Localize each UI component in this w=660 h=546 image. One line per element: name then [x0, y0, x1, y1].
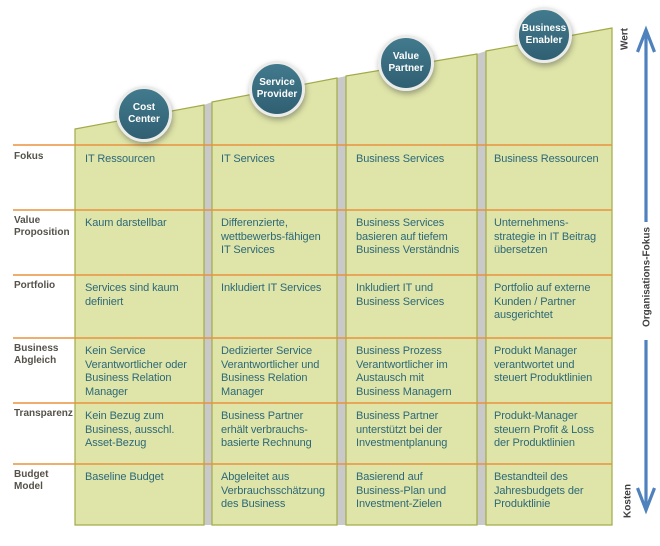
column-gap	[477, 51, 486, 525]
cell-portfolio-cost-center: Services sind kaum definiert	[85, 282, 179, 308]
cell-value-proposition-cost-center: Kaum darstellbar	[85, 217, 167, 229]
cell-portfolio-value-partner: Inkludiert IT und Business Services	[356, 282, 445, 308]
cell-portfolio-business-enabler: Portfolio auf externe Kunden / Partner a…	[494, 282, 591, 322]
badge-value-partner-label: Value Partner	[388, 51, 424, 74]
row-label-value-proposition: Value Proposition	[14, 215, 70, 239]
row-label-budget-model: Budget Model	[14, 469, 49, 493]
cell-value-proposition-value-partner: Business Services basieren auf tiefem Bu…	[356, 217, 460, 257]
row-label-transparenz: Transparenz	[14, 408, 73, 419]
cell-portfolio-service-provider: Inkludiert IT Services	[221, 282, 322, 294]
badge-business-enabler-label: Business Enabler	[521, 23, 567, 46]
badge-business-enabler: Business Enabler	[516, 7, 572, 63]
badge-service-provider: Service Provider	[249, 61, 305, 117]
row-label-portfolio: Portfolio	[14, 280, 56, 291]
cell-business-abgleich-value-partner: Business Prozess Verantwortlicher im Aus…	[356, 345, 452, 398]
cell-business-abgleich-cost-center: Kein Service Verantwortlicher oder Busin…	[85, 345, 187, 398]
cell-transparenz-business-enabler: Produkt-Manager steuern Profit & Loss de…	[494, 410, 595, 450]
cell-fokus-cost-center: IT Ressourcen	[85, 153, 156, 165]
cell-business-abgleich-business-enabler: Produkt Manager verantwortet und steuert…	[494, 345, 593, 385]
axis-label-kosten: Kosten	[622, 484, 634, 518]
cell-business-abgleich-service-provider: Dedizierter Service Verantwortlicher und…	[221, 345, 320, 398]
wert-up-arrow-icon	[636, 25, 656, 222]
column-cost-center	[74, 104, 205, 526]
cell-budget-model-cost-center: Baseline Budget	[85, 471, 164, 483]
row-label-fokus: Fokus	[14, 151, 44, 162]
cell-value-proposition-business-enabler: Unternehmens-strategie in IT Beitrag übe…	[494, 217, 597, 257]
column-gap	[337, 76, 346, 525]
cell-value-proposition-service-provider: Differenzierte, wettbewerbs-fähigen IT S…	[221, 217, 321, 257]
axis-label-wert: Wert	[619, 27, 631, 51]
column-gap	[204, 102, 212, 525]
badge-cost-center-label: Cost Center	[128, 102, 160, 125]
badge-cost-center: Cost Center	[116, 86, 172, 142]
row-label-business-abgleich: Business Abgleich	[14, 343, 59, 367]
badge-service-provider-label: Service Provider	[256, 77, 298, 100]
row-lines	[13, 144, 612, 465]
cell-budget-model-service-provider: Abgeleitet aus Verbrauchsschätzung des B…	[221, 471, 325, 511]
cell-fokus-business-enabler: Business Ressourcen	[494, 153, 599, 165]
cell-transparenz-cost-center: Kein Bezug zum Business, ausschl. Asset-…	[85, 410, 175, 450]
badge-value-partner: Value Partner	[378, 35, 434, 91]
cell-transparenz-value-partner: Business Partner unterstützt bei der Inv…	[356, 410, 448, 450]
cell-budget-model-value-partner: Basierend auf Business-Plan und Investme…	[356, 471, 447, 511]
cell-transparenz-service-provider: Business Partner erhält verbrauchs-basie…	[221, 410, 312, 450]
cell-budget-model-business-enabler: Bestandteil des Jahresbudgets der Produk…	[494, 471, 584, 511]
cell-fokus-value-partner: Business Services	[356, 153, 445, 165]
axis-label-organisations-fokus: Organisations-Fokus	[641, 226, 653, 328]
kosten-down-arrow-icon	[636, 340, 656, 515]
cell-fokus-service-provider: IT Services	[221, 153, 275, 165]
